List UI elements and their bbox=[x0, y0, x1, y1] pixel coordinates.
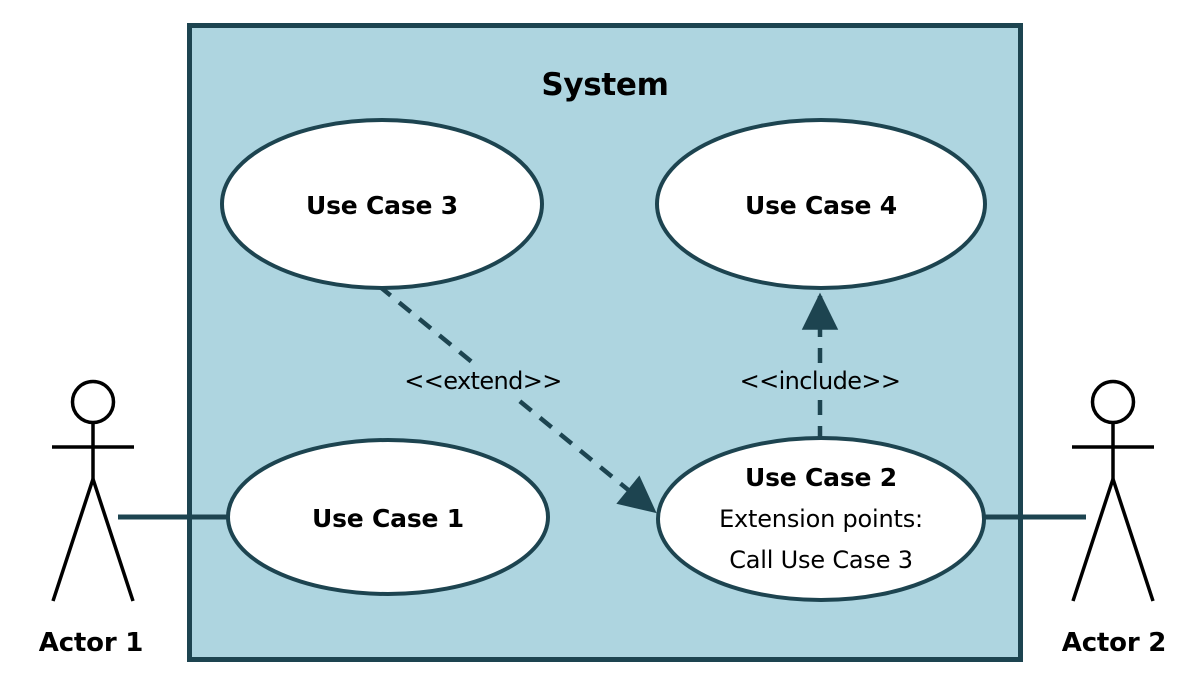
extend-stereotype-label: <<extend>> bbox=[404, 367, 562, 395]
actor-2-head-icon bbox=[1090, 379, 1136, 425]
use-case-2-extension-points-heading: Extension points: bbox=[719, 505, 923, 533]
use-case-1-ellipse[interactable] bbox=[226, 438, 550, 596]
actor-1-label: Actor 1 bbox=[39, 628, 143, 658]
actor-1-leg-left bbox=[51, 478, 95, 602]
use-case-2-ellipse[interactable] bbox=[656, 436, 986, 602]
actor-1-head-icon bbox=[70, 379, 116, 425]
actor-2-leg-right bbox=[1111, 478, 1155, 602]
include-stereotype-label: <<include>> bbox=[740, 367, 901, 395]
system-label: System bbox=[541, 67, 668, 103]
actor-1-figure[interactable] bbox=[51, 379, 135, 602]
use-case-4-label: Use Case 4 bbox=[745, 191, 897, 220]
use-case-1-label: Use Case 1 bbox=[312, 504, 464, 533]
actor-2-label: Actor 2 bbox=[1062, 628, 1166, 658]
actor-2-leg-left bbox=[1071, 478, 1115, 602]
extend-connector bbox=[377, 284, 657, 514]
use-case-2-extension-point-item: Call Use Case 3 bbox=[729, 546, 913, 574]
actor-1-leg-right bbox=[91, 478, 135, 602]
actor-2-figure[interactable] bbox=[1071, 379, 1155, 602]
use-case-2-label: Use Case 2 bbox=[745, 463, 897, 492]
use-case-3-ellipse[interactable] bbox=[220, 118, 544, 290]
use-case-4-ellipse[interactable] bbox=[655, 118, 987, 290]
include-stereotype-group: <<include>> bbox=[734, 364, 906, 398]
use-case-3-label: Use Case 3 bbox=[306, 191, 458, 220]
extend-stereotype-group: <<extend>> bbox=[398, 364, 568, 398]
